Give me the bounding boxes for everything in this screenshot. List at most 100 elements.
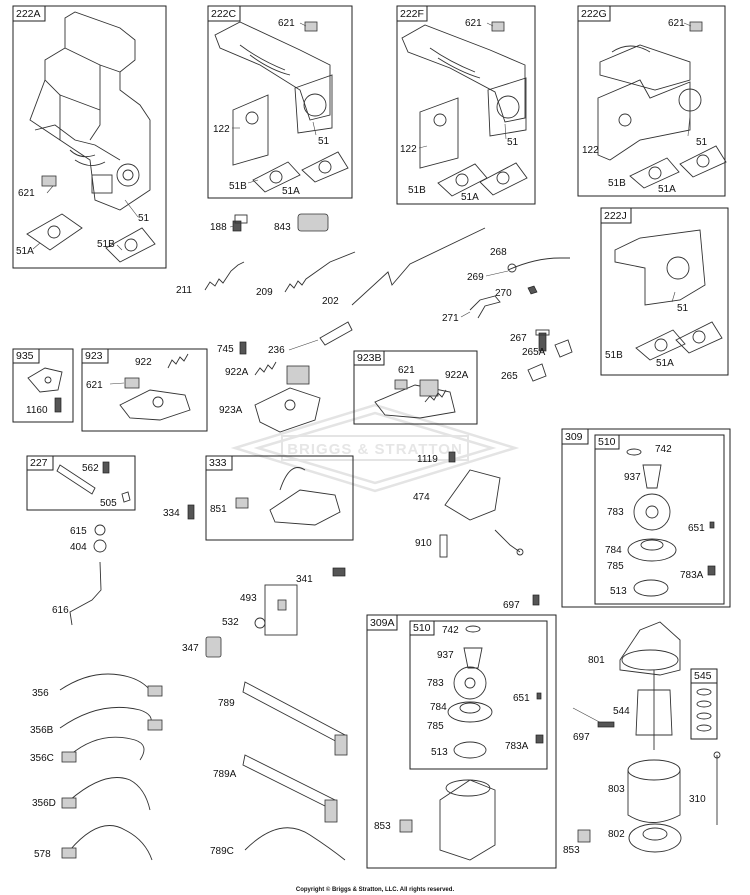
label-843: 843 [274,222,291,233]
label-532: 532 [222,617,239,628]
label-404: 404 [70,542,87,553]
label-544: 544 [613,706,630,717]
label-922: 922 [135,357,152,368]
tag-222C: 222C [211,8,237,20]
label-356: 356 [32,688,49,699]
label-910: 910 [415,538,432,549]
label-356C: 356C [30,753,54,764]
label-851: 851 [210,504,227,515]
label-310: 310 [689,794,706,805]
label-493: 493 [240,593,257,604]
label-211: 211 [176,285,192,296]
label-785: 785 [607,561,624,572]
label-269: 269 [467,272,484,283]
label-513: 513 [610,586,627,597]
label-188: 188 [210,222,227,233]
label-784: 784 [430,702,447,713]
label-853: 853 [563,845,580,856]
label-341: 341 [296,574,313,585]
label-51A: 51A [282,186,300,197]
tag-545: 545 [694,670,712,682]
label-236: 236 [268,345,285,356]
label-937: 937 [437,650,454,661]
label-268: 268 [490,247,507,258]
label-209: 209 [256,287,273,298]
label-783: 783 [427,678,444,689]
group-333: 333 851 [205,455,354,541]
label-745: 745 [217,344,234,355]
tag-935: 935 [16,350,34,362]
group-222F: 222F 621 122 51 51B 51A [396,5,536,205]
group-923B: 923B 621 922A [353,350,478,425]
label-1160: 1160 [26,405,48,416]
label-615: 615 [70,526,87,537]
label-783A: 783A [505,741,529,752]
label-562: 562 [82,463,99,474]
label-789A: 789A [213,769,237,780]
label-803: 803 [608,784,625,795]
label-122: 122 [582,145,599,156]
label-51: 51 [507,137,519,148]
label-265A: 265A [522,347,546,358]
label-742: 742 [442,625,459,636]
tag-333: 333 [209,457,227,469]
copyright-footer: Copyright © Briggs & Stratton, LLC. All … [296,886,455,893]
tag-923: 923 [85,350,103,362]
label-742: 742 [655,444,672,455]
group-222C: 222C 621 122 51 51B 51A [207,5,353,199]
tag-222A: 222A [16,8,41,20]
tag-222F: 222F [400,8,424,20]
label-51A: 51A [658,184,676,195]
harness-parts: 356 356B 356C 356D 578 789 789A 789C [30,673,348,861]
tag-309A: 309A [370,617,395,629]
label-334: 334 [163,508,180,519]
label-578: 578 [34,849,51,860]
brand-watermark: BRIGGS & STRATTON [230,403,520,493]
group-309: 309 510 742 937 783 651 784 785 783A 513 [561,428,731,608]
label-51: 51 [696,137,708,148]
label-621: 621 [465,18,482,29]
label-122: 122 [400,144,417,155]
label-621: 621 [18,188,35,199]
label-51: 51 [318,136,330,147]
label-783: 783 [607,507,624,518]
label-621: 621 [398,365,415,376]
label-51: 51 [138,213,150,224]
label-347: 347 [182,643,199,654]
label-801: 801 [588,655,605,666]
label-51: 51 [677,303,689,314]
loose-parts-middle: 188 843 211 209 202 268 269 270 271 267 … [176,213,573,433]
loose-parts-left: 615 404 616 [52,524,107,626]
label-513: 513 [431,747,448,758]
group-227: 227 562 505 [26,455,136,511]
label-853: 853 [374,821,391,832]
label-271: 271 [442,313,459,324]
label-356D: 356D [32,798,56,809]
tag-227: 227 [30,457,48,469]
label-697: 697 [573,732,590,743]
label-122: 122 [213,124,230,135]
label-621: 621 [668,18,685,29]
label-789C: 789C [210,846,234,857]
group-222G: 222G 621 122 51 51B 51A [577,5,727,197]
label-922A: 922A [225,367,249,378]
label-923A: 923A [219,405,243,416]
label-651: 651 [688,523,705,534]
label-267: 267 [510,333,527,344]
label-621: 621 [86,380,103,391]
group-222J: 222J 51 51B 51A [600,207,729,376]
label-621: 621 [278,18,295,29]
tag-510: 510 [413,622,431,634]
tag-923B: 923B [357,352,382,364]
label-202: 202 [322,296,339,307]
group-935: 935 1160 [12,348,74,423]
label-922A: 922A [445,370,469,381]
label-51B: 51B [229,181,247,192]
label-785: 785 [427,721,444,732]
label-51A: 51A [16,246,34,257]
label-356B: 356B [30,725,54,736]
label-474: 474 [413,492,430,503]
label-802: 802 [608,829,625,840]
label-937: 937 [624,472,641,483]
